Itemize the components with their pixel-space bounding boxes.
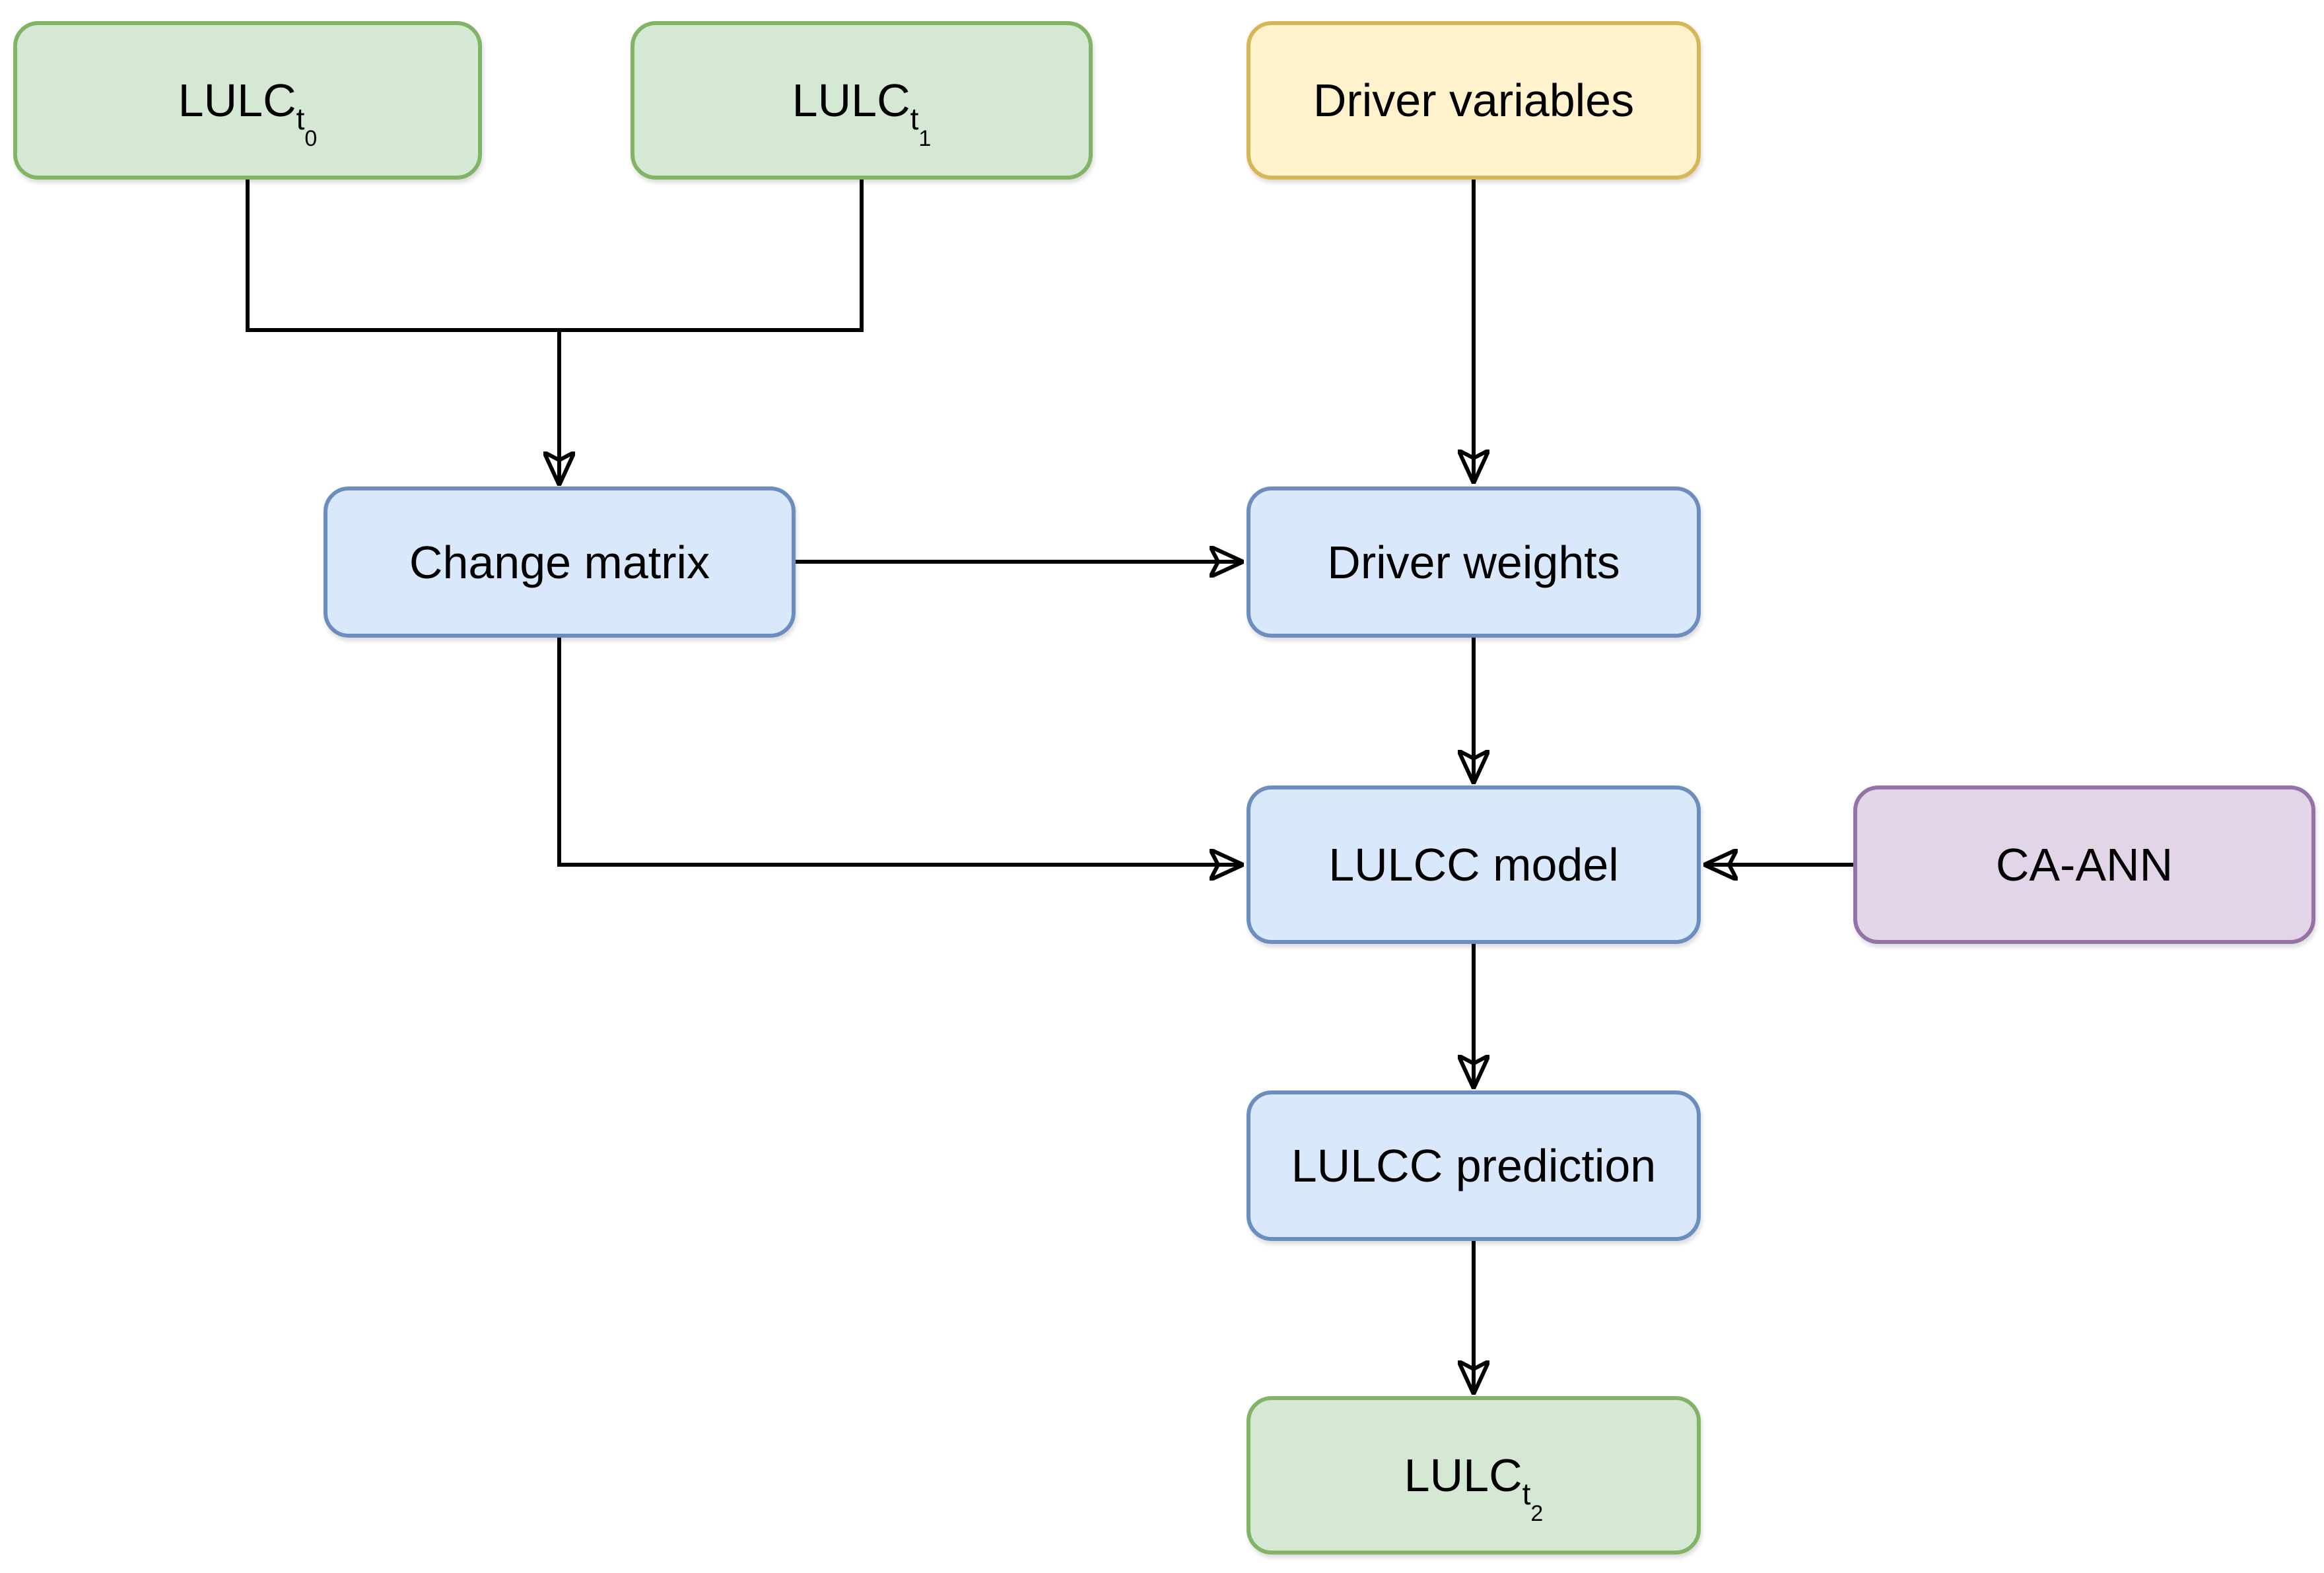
node-label: Driver weights (1327, 536, 1620, 588)
node-label: CA-ANN (1995, 839, 2173, 890)
node-label: LULCC model (1328, 839, 1619, 890)
node-lulc-t2: LULCt2 (1247, 1396, 1701, 1555)
node-lulcc-prediction: LULCC prediction (1247, 1090, 1701, 1241)
node-label: LULCt2 (1404, 1450, 1544, 1526)
node-change-matrix: Change matrix (324, 486, 796, 638)
node-label: LULCt0 (178, 75, 318, 151)
node-lulc-t1: LULCt1 (631, 21, 1093, 180)
node-label: Change matrix (409, 536, 710, 588)
edge-merge-lulc-t0-t1 (246, 180, 864, 332)
node-lulc-t0: LULCt0 (13, 21, 482, 180)
node-driver-variables: Driver variables (1247, 21, 1701, 180)
node-label: LULCt1 (792, 75, 932, 151)
edge-change-matrix-to-lulcc-model (557, 638, 1243, 865)
node-label: LULCC prediction (1291, 1140, 1657, 1191)
node-label: Driver variables (1313, 75, 1635, 126)
node-driver-weights: Driver weights (1247, 486, 1701, 638)
node-lulcc-model: LULCC model (1247, 786, 1701, 944)
node-ca-ann: CA-ANN (1853, 786, 2315, 944)
